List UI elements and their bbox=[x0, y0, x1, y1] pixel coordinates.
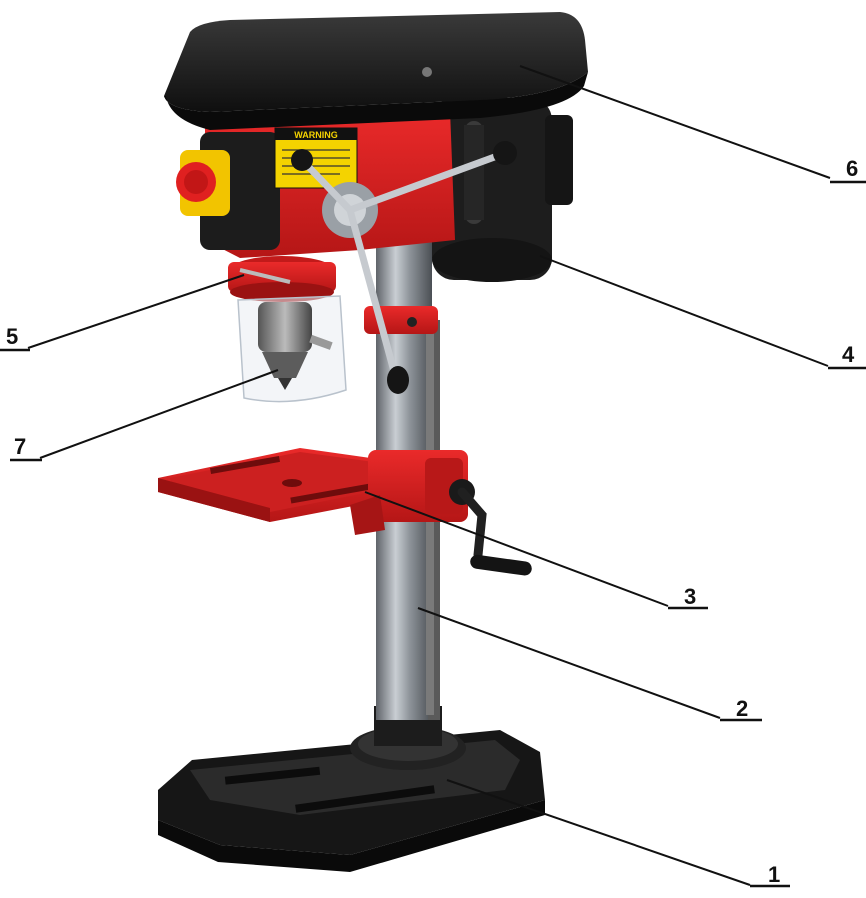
base-plate bbox=[158, 706, 545, 872]
callout-2: 2 bbox=[736, 696, 748, 721]
callout-numbers: 1 2 3 4 5 6 7 bbox=[6, 156, 858, 887]
table-crank bbox=[449, 479, 532, 576]
head-body: WARNING bbox=[200, 110, 455, 258]
power-switch bbox=[176, 150, 230, 216]
leader-6 bbox=[519, 65, 831, 179]
callout-7: 7 bbox=[14, 434, 26, 459]
column-rack bbox=[426, 330, 434, 715]
chuck-guard bbox=[237, 295, 347, 403]
callout-1: 1 bbox=[768, 862, 780, 887]
callout-5: 5 bbox=[6, 324, 18, 349]
callout-leaders bbox=[0, 65, 866, 888]
worktable bbox=[158, 448, 468, 535]
leader-1 bbox=[446, 779, 751, 886]
leader-4 bbox=[539, 255, 829, 367]
belt-cover bbox=[164, 12, 588, 130]
depth-stop-ring bbox=[228, 256, 336, 302]
motor bbox=[432, 98, 573, 282]
leader-2 bbox=[417, 607, 721, 719]
warning-label: WARNING bbox=[294, 130, 338, 140]
leader-5 bbox=[27, 274, 245, 349]
leader-7 bbox=[39, 369, 279, 459]
callout-6: 6 bbox=[846, 156, 858, 181]
callout-4: 4 bbox=[842, 342, 855, 367]
leader-3 bbox=[364, 491, 669, 607]
callout-3: 3 bbox=[684, 584, 696, 609]
feed-handles bbox=[291, 141, 517, 394]
